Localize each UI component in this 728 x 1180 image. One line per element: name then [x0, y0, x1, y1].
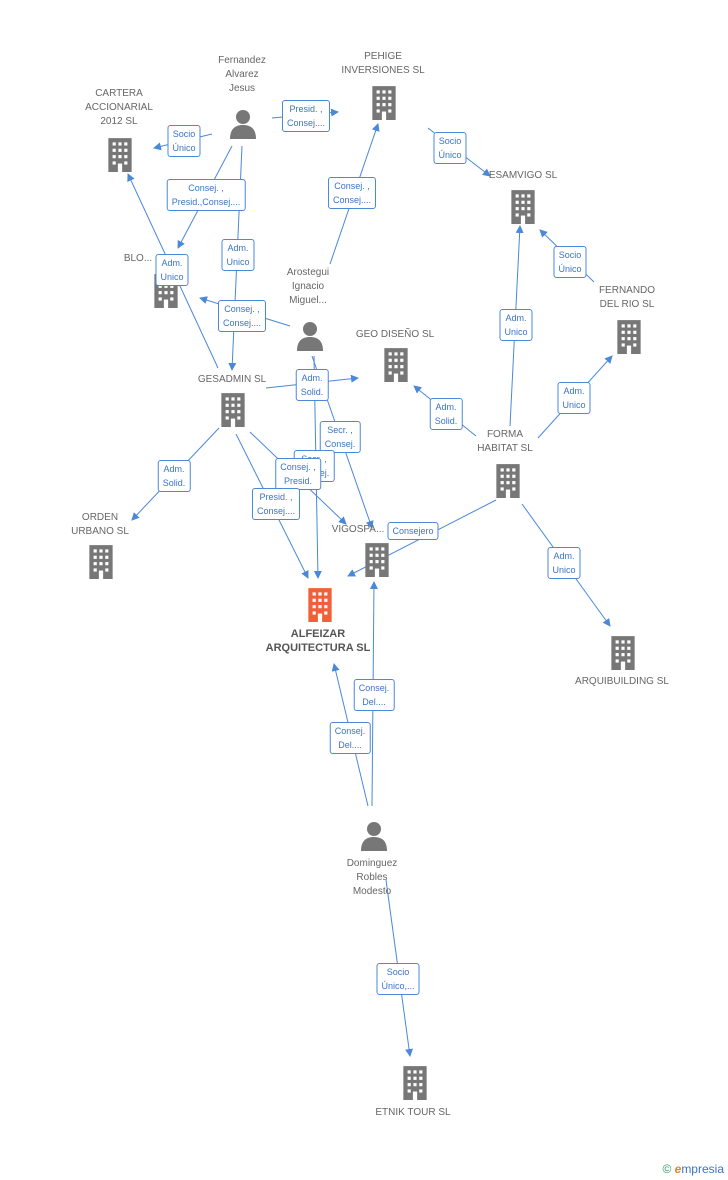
relation-label[interactable]: Adm. Solid.	[157, 460, 191, 492]
node-label-dominguez[interactable]: Dominguez Robles Modesto	[346, 858, 398, 897]
building-icon[interactable]	[403, 1066, 427, 1100]
relation-label[interactable]: Socio Único	[553, 246, 587, 278]
relation-label[interactable]: Presid. , Consej....	[281, 100, 331, 132]
node-label-alfeizar[interactable]: ALFEIZAR ARQUITECTURA SL	[265, 628, 371, 654]
relation-label[interactable]: Adm. Solid.	[295, 369, 329, 401]
empresia-watermark[interactable]: © empresia	[662, 1162, 724, 1176]
building-icon[interactable]	[365, 543, 389, 577]
building-icon[interactable]	[372, 86, 396, 120]
relation-label[interactable]: Consej. Del....	[329, 722, 371, 754]
empresia-logo-initial: e	[674, 1162, 682, 1176]
building-icon[interactable]	[221, 393, 245, 427]
relation-label[interactable]: Adm. Unico	[557, 382, 591, 414]
node-label-arquibuilding[interactable]: ARQUIBUILDING SL	[575, 676, 669, 687]
building-icon[interactable]	[108, 138, 132, 172]
relation-label[interactable]: Consej. , Consej....	[217, 300, 267, 332]
person-icon[interactable]	[297, 322, 323, 351]
relation-label[interactable]: Consej. , Consej....	[327, 177, 377, 209]
node-label-fernandez[interactable]: Fernandez Alvarez Jesus	[218, 55, 266, 94]
node-label-arostegui[interactable]: Arostegui Ignacio Miguel...	[286, 267, 330, 306]
node-label-esamvigo[interactable]: ESAMVIGO SL	[488, 170, 558, 181]
building-icon[interactable]	[89, 545, 113, 579]
relation-label[interactable]: Adm. Solid.	[429, 398, 463, 430]
node-label-orden[interactable]: ORDEN URBANO SL	[71, 512, 129, 537]
relation-label[interactable]: Consej. Del....	[353, 679, 395, 711]
empresia-logo-text: mpresia	[681, 1162, 724, 1176]
relation-label[interactable]: Adm. Unico	[221, 239, 255, 271]
copyright-symbol: ©	[662, 1162, 672, 1176]
relation-label[interactable]: Socio Único	[433, 132, 467, 164]
building-icon[interactable]	[611, 636, 635, 670]
person-icon[interactable]	[230, 110, 256, 139]
relation-label[interactable]: Presid. , Consej....	[251, 488, 301, 520]
relation-label[interactable]: Socio Único	[167, 125, 201, 157]
node-label-pehige[interactable]: PEHIGE INVERSIONES SL	[341, 51, 425, 76]
node-label-geodiseno[interactable]: GEO DISEÑO SL	[355, 329, 435, 340]
node-label-vigospa[interactable]: VIGOSPA...	[331, 524, 385, 535]
relation-label[interactable]: Consejero	[387, 522, 439, 540]
building-icon[interactable]	[496, 464, 520, 498]
building-icon[interactable]	[511, 190, 535, 224]
relation-label[interactable]: Consej. , Presid.,Consej....	[166, 179, 246, 211]
node-label-gesadmin[interactable]: GESADMIN SL	[197, 374, 267, 385]
main-company-building-icon[interactable]	[308, 588, 332, 622]
node-label-blo[interactable]: BLO...	[123, 253, 153, 264]
relation-label[interactable]: Adm. Unico	[155, 254, 189, 286]
relation-label[interactable]: Secr. , Consej.	[319, 421, 361, 453]
relation-label[interactable]: Adm. Unico	[547, 547, 581, 579]
person-icon[interactable]	[361, 822, 387, 851]
node-label-cartera[interactable]: CARTERA ACCIONARIAL 2012 SL	[85, 88, 153, 127]
relation-label[interactable]: Adm. Unico	[499, 309, 533, 341]
node-label-forma[interactable]: FORMA HABITAT SL	[477, 429, 533, 454]
relation-label[interactable]: Consej. , Presid.	[275, 458, 321, 490]
relation-label[interactable]: Socio Único,...	[376, 963, 420, 995]
node-label-etnik[interactable]: ETNIK TOUR SL	[375, 1107, 451, 1118]
building-icon[interactable]	[384, 348, 408, 382]
building-icon[interactable]	[617, 320, 641, 354]
node-label-fernando[interactable]: FERNANDO DEL RIO SL	[598, 285, 656, 310]
